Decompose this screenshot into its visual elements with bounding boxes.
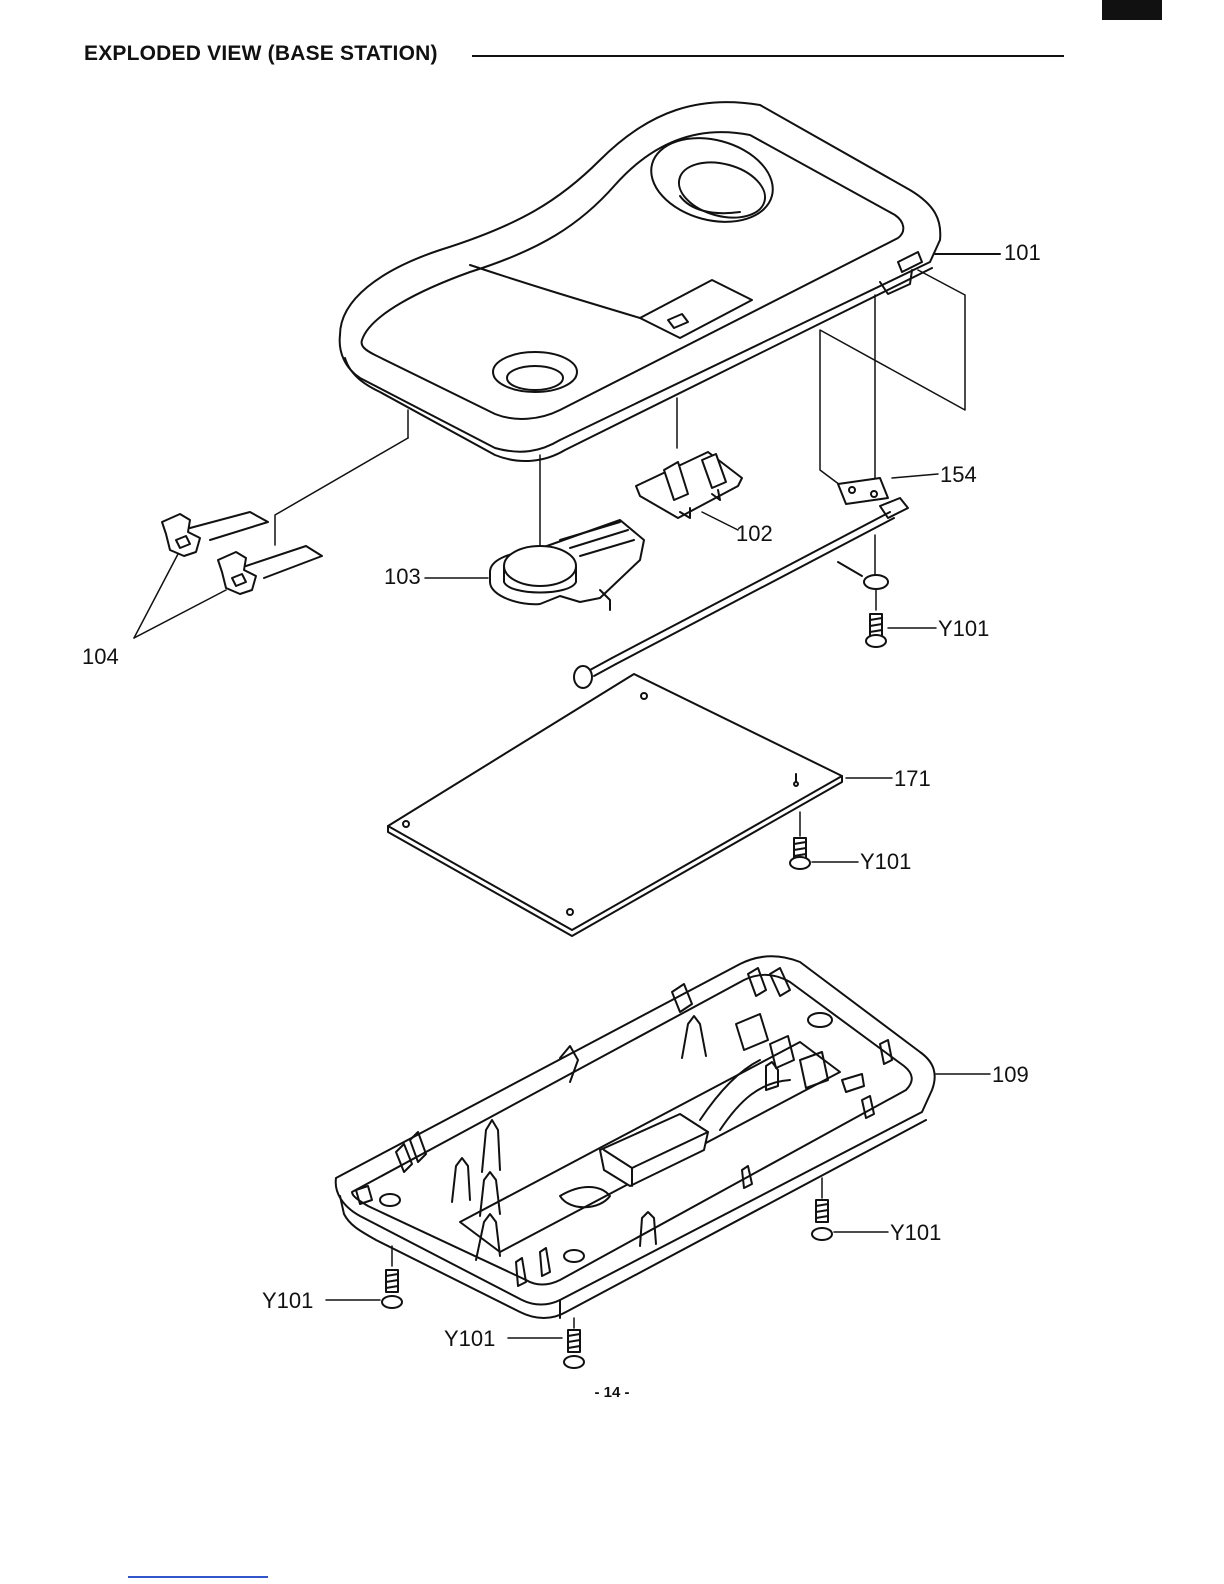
page-number: - 14 - — [0, 1384, 1224, 1401]
part-label-103: 103 — [384, 564, 421, 589]
screw-pcb — [790, 838, 810, 869]
screw-antenna — [866, 614, 886, 647]
part-label-y101-antenna: Y101 — [938, 616, 989, 641]
part-label-y101-pcb: Y101 — [860, 849, 911, 874]
part-label-102: 102 — [736, 521, 773, 546]
screw-right — [812, 1200, 832, 1240]
part-label-171: 171 — [894, 766, 931, 791]
part-label-154: 154 — [940, 462, 977, 487]
leader-154 — [892, 474, 938, 478]
terminal-part — [162, 512, 322, 594]
part-label-104: 104 — [82, 644, 119, 669]
part-label-y101-left: Y101 — [262, 1288, 313, 1313]
part-label-y101-center: Y101 — [444, 1326, 495, 1351]
top-cover-part — [340, 102, 941, 461]
speaker-part — [490, 520, 644, 610]
footer-link-line — [128, 1576, 268, 1578]
screw-center — [564, 1330, 584, 1368]
pcb-part — [388, 674, 842, 936]
base-cabinet-part — [336, 956, 935, 1318]
leader-104 — [134, 554, 226, 638]
part-label-101: 101 — [1004, 240, 1041, 265]
part-label-109: 109 — [992, 1062, 1029, 1087]
antenna-part — [574, 478, 908, 688]
part-label-y101-right: Y101 — [890, 1220, 941, 1245]
screw-left — [382, 1270, 402, 1308]
leader-102 — [702, 512, 738, 530]
button-part — [636, 452, 742, 518]
